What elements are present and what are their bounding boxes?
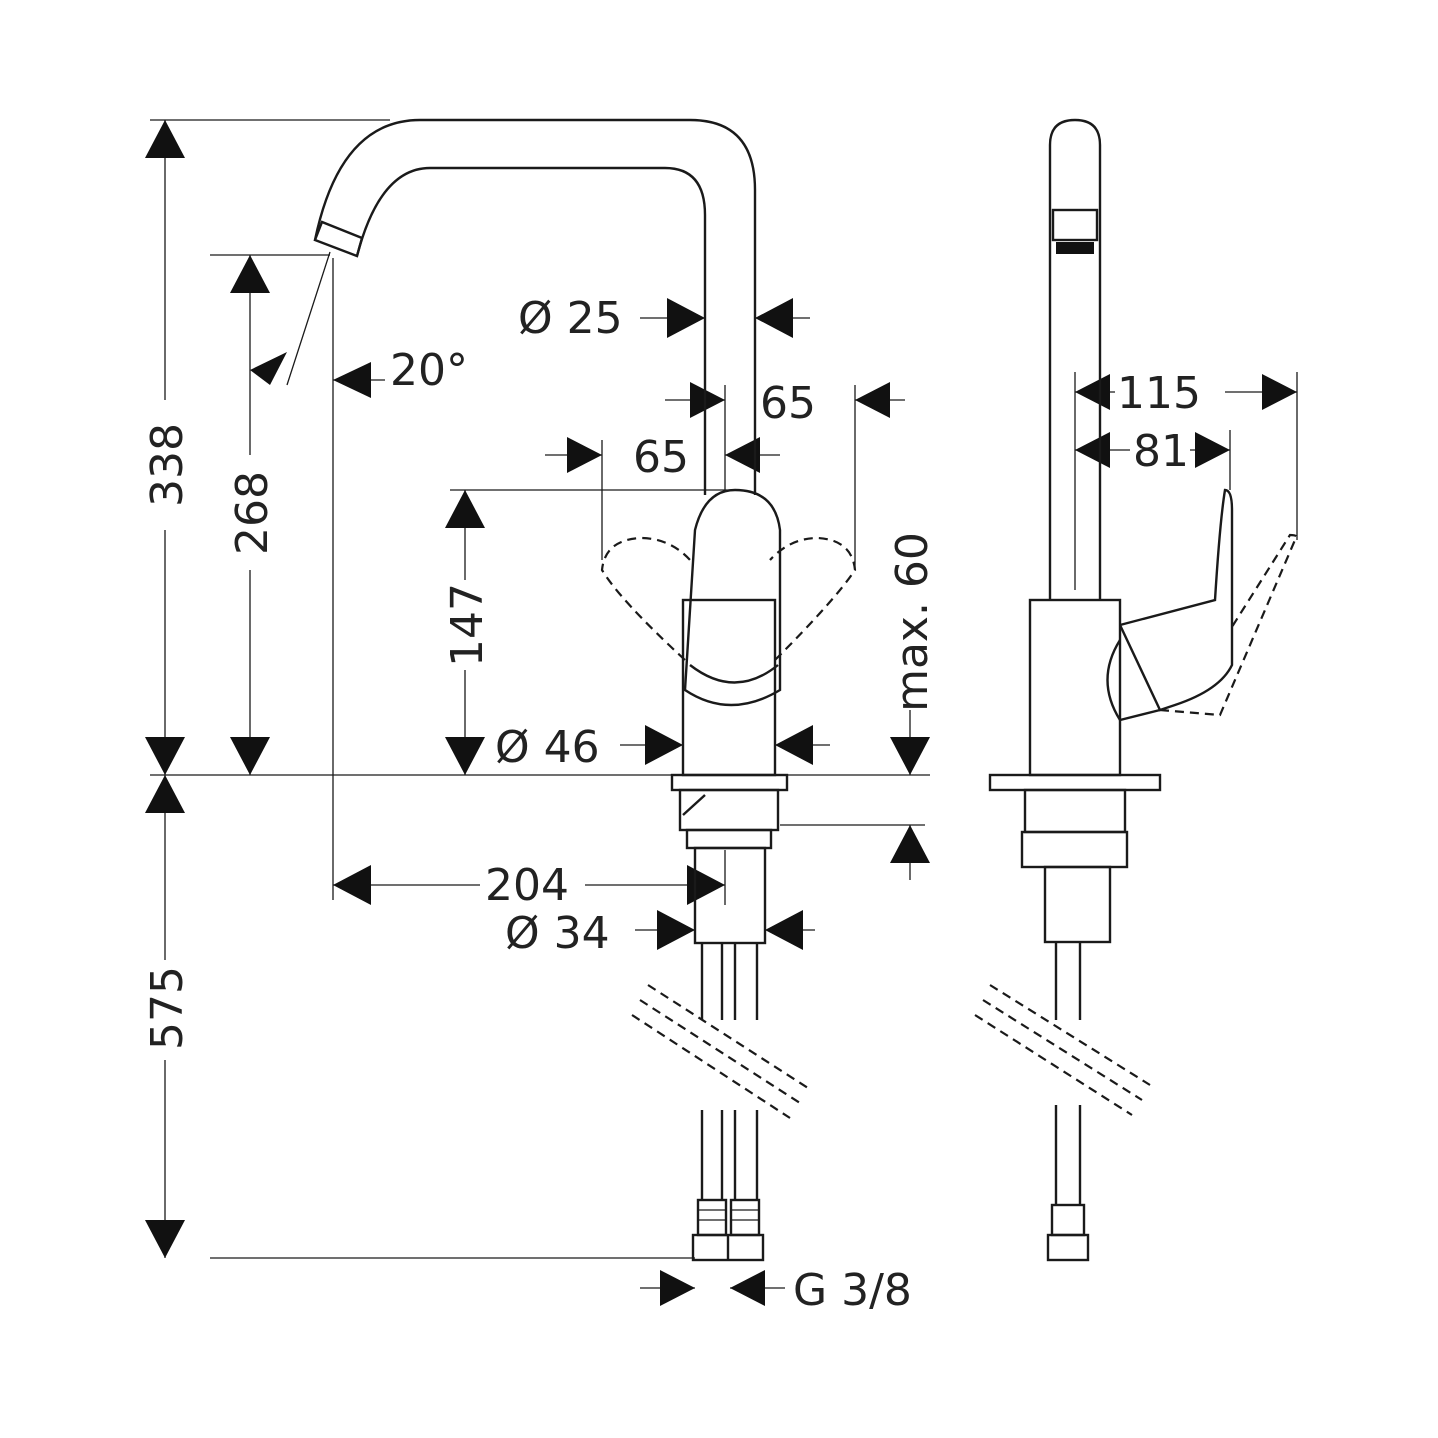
arrow-down-icon <box>890 737 930 775</box>
arrow-up-icon <box>145 775 185 813</box>
dim-connection: G 3/8 <box>793 1265 912 1316</box>
dim-body-diameter: Ø 46 <box>495 722 600 773</box>
dim-shank-diameter: Ø 34 <box>505 908 610 959</box>
dim-lever-swing-right: 65 <box>760 378 816 429</box>
dim-spout-reach: 204 <box>485 860 569 911</box>
spout-column <box>1048 118 1102 600</box>
dim-max-deck: max. 60 <box>887 532 938 712</box>
mounting-nut <box>678 788 780 832</box>
handle <box>683 488 782 707</box>
arrow-down-icon <box>445 737 485 775</box>
stud <box>693 846 767 945</box>
dim-lever-reach: 81 <box>1133 426 1189 477</box>
spout-inner <box>355 166 707 495</box>
dim-spout-diameter: Ø 25 <box>518 293 623 344</box>
dim-lever-reach-max: 115 <box>1117 368 1201 419</box>
dim-spout-height: 268 <box>227 471 278 555</box>
arrow-up-icon <box>890 825 930 863</box>
aerator <box>313 220 364 258</box>
arrow-up-icon <box>445 490 485 528</box>
arrow-down-icon <box>230 737 270 775</box>
arrowheads <box>145 120 1297 1306</box>
dim-hose-length: 575 <box>142 966 193 1050</box>
hose-connector-left <box>696 1198 728 1237</box>
hose-nut-side <box>1046 1233 1090 1262</box>
arrow-up-icon <box>145 120 185 158</box>
lever-swing-left <box>600 536 691 661</box>
faucet-front-view <box>313 118 857 1262</box>
extension-lines <box>150 119 1298 1259</box>
spout-outer <box>313 118 757 495</box>
lever-swing-right <box>769 536 857 661</box>
dim-total-height: 338 <box>142 423 193 507</box>
dim-body-height: 147 <box>442 583 493 667</box>
lever-swing-side <box>1159 533 1298 717</box>
body <box>681 598 777 777</box>
lever-side <box>1118 488 1234 712</box>
dim-spout-angle: 20° <box>390 345 468 396</box>
arrow-up-icon <box>230 255 270 293</box>
faucet-side-view <box>974 118 1298 1262</box>
dim-lever-swing-left: 65 <box>633 432 689 483</box>
hose-connector-right <box>729 1198 761 1237</box>
body-side <box>1028 598 1122 777</box>
aerator-side <box>1051 208 1099 242</box>
shank <box>685 828 773 850</box>
arrow-down-icon <box>145 737 185 775</box>
break-line <box>631 1014 791 1119</box>
base-plate <box>670 773 789 792</box>
arrow-down-icon <box>145 1220 185 1258</box>
base-plate-side <box>988 773 1162 792</box>
